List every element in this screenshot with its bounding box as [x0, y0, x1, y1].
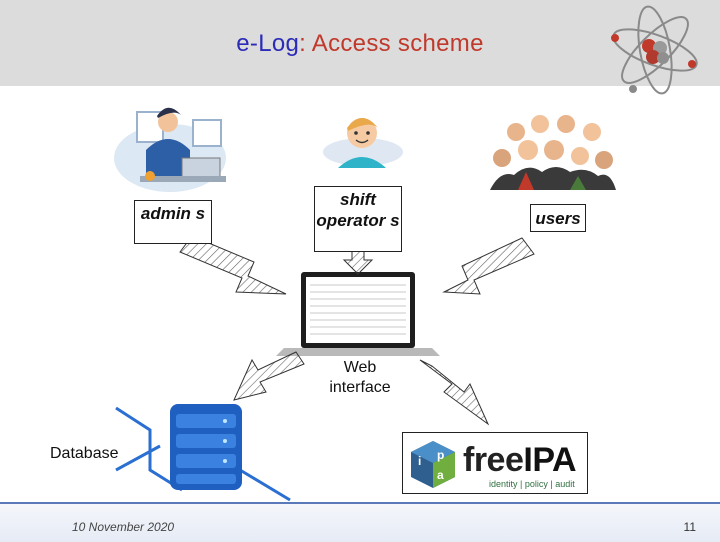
- arrow-admins-to-web: [179, 235, 287, 295]
- admins-label: admin s: [134, 200, 212, 244]
- admin-illustration: [114, 107, 226, 192]
- shift-operator-illustration: [323, 118, 403, 168]
- database-label-text: Database: [50, 445, 119, 462]
- freeipa-tagline: identity | policy | audit: [489, 479, 575, 489]
- title-separator: :: [299, 30, 312, 57]
- atom-logo-icon: [611, 5, 698, 95]
- shift-operators-label-text: shift operator s: [316, 190, 400, 230]
- shift-operators-label: shift operator s: [314, 186, 402, 252]
- footer-bar: 10 November 2020 11: [0, 502, 720, 542]
- page-title: e-Log: Access scheme: [0, 30, 720, 58]
- admins-label-text: admin s: [140, 204, 206, 223]
- header-band: [0, 0, 720, 86]
- arrow-web-to-database: [233, 351, 305, 401]
- freeipa-cube-letter-i: i: [418, 454, 421, 468]
- users-label: users: [530, 204, 586, 232]
- title-part-access: Access scheme: [311, 30, 484, 57]
- laptop-icon: [276, 272, 440, 356]
- title-part-elog: e-Log: [236, 30, 300, 57]
- web-interface-label: Web interface: [318, 358, 402, 398]
- users-label-text: users: [535, 209, 581, 228]
- database-label: Database: [50, 444, 132, 464]
- freeipa-cube-icon: i p a: [411, 441, 455, 488]
- freeipa-word-free: free: [463, 441, 524, 479]
- page-number: 11: [683, 520, 696, 534]
- footer-date: 10 November 2020: [72, 520, 175, 534]
- freeipa-wordmark: freeIPA: [463, 441, 577, 480]
- web-interface-label-text: Web interface: [329, 359, 391, 396]
- freeipa-cube-letter-p: p: [437, 448, 444, 462]
- freeipa-cube-letter-a: a: [437, 468, 444, 482]
- freeipa-logo: i p a freeIPA identity | policy | audit: [402, 432, 588, 494]
- arrow-users-to-web: [442, 237, 535, 295]
- arrow-web-to-freeipa: [419, 359, 490, 426]
- users-crowd-illustration: [490, 115, 616, 190]
- database-server-illustration: [115, 404, 291, 502]
- freeipa-word-ipa: IPA: [523, 441, 577, 479]
